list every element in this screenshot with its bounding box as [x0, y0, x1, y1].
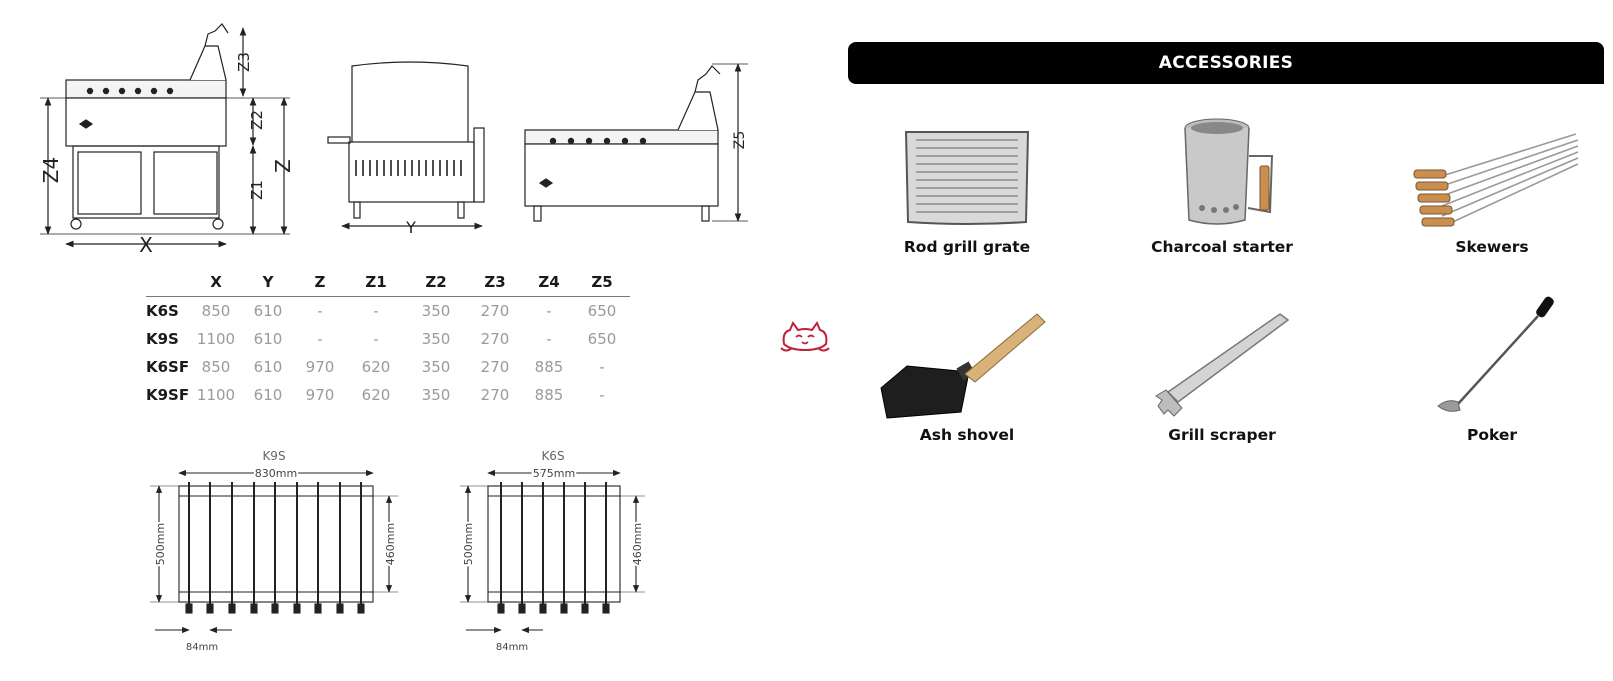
spec-cell: 1100 [196, 330, 236, 348]
spec-header-cell: X [190, 268, 242, 297]
accessory-label: Ash shovel [919, 426, 1015, 444]
grill-grate-icon [904, 131, 1030, 225]
spec-cell: - [599, 358, 605, 376]
grill-scraper-icon [1155, 313, 1290, 417]
spec-cell: 850 [201, 358, 231, 376]
spec-table-row: K9SF 1100 610 970 620 350 270 885 - [146, 381, 630, 409]
spec-header-cell: Z4 [524, 268, 574, 297]
spec-cell: - [317, 302, 323, 320]
spec-cell: - [546, 302, 552, 320]
spec-table-row: K9S 1100 610 - - 350 270 - 650 [146, 325, 630, 353]
grate-k9s-depth: 500mm [154, 523, 167, 565]
accessory-item: Rod grill grate [857, 126, 1077, 256]
spec-table-row: K6SF 850 610 970 620 350 270 885 - [146, 353, 630, 381]
spec-cell: 885 [534, 358, 564, 376]
spec-cell: 270 [480, 330, 510, 348]
accessory-label: Charcoal starter [1151, 238, 1293, 256]
spec-header-corner [146, 268, 190, 297]
spec-cell: 620 [361, 386, 391, 404]
dim-y-label: Y [405, 218, 416, 237]
accessory-item: Ash shovel [857, 308, 1077, 444]
accessory-label: Rod grill grate [903, 238, 1031, 256]
poker-icon [1437, 296, 1554, 412]
spec-header-cell: Y [242, 268, 294, 297]
accessory-item: Poker [1382, 294, 1602, 444]
accessory-item: Skewers [1382, 126, 1602, 256]
spec-cell: 350 [421, 386, 451, 404]
spec-cell: 650 [587, 330, 617, 348]
grate-diagram-k6s [460, 469, 645, 634]
accessory-label: Skewers [1455, 238, 1529, 256]
spec-cell: 610 [253, 358, 283, 376]
spec-cell: 610 [253, 302, 283, 320]
spec-row-model: K6SF [146, 358, 190, 376]
grate-k6s-spacing: 84mm [496, 642, 528, 653]
grate-k9s-spacing: 84mm [186, 642, 218, 653]
spec-header-cell: Z5 [574, 268, 630, 297]
grate-k6s-inner-depth: 460mm [631, 523, 644, 565]
spec-cell: 350 [421, 330, 451, 348]
spec-cell: 270 [480, 302, 510, 320]
side-view-drawing [327, 61, 485, 230]
spec-cell: 850 [201, 302, 231, 320]
accessory-item: Charcoal starter [1112, 116, 1332, 256]
dim-z1-label: Z1 [248, 180, 266, 200]
dim-z5-label: Z5 [732, 131, 748, 150]
cat-logo-icon [780, 320, 830, 358]
grate-k9s-width: 830mm [255, 467, 297, 480]
dim-z2-label: Z2 [248, 110, 266, 130]
spec-cell: 650 [587, 302, 617, 320]
spec-row-model: K9SF [146, 386, 190, 404]
spec-cell: - [373, 302, 379, 320]
spec-cell: 620 [361, 358, 391, 376]
grate-k6s-depth: 500mm [462, 523, 475, 565]
spec-cell: - [546, 330, 552, 348]
spec-cell: - [599, 386, 605, 404]
grate-k6s-title: K6S [541, 449, 564, 463]
front-view-drawing [40, 23, 290, 248]
spec-header-cell: Z3 [466, 268, 524, 297]
dim-z4-label: Z4 [39, 157, 63, 183]
front-view-no-cabinet-drawing [524, 63, 748, 222]
dim-z3-label: Z3 [235, 52, 253, 72]
spec-table-row: K6S 850 610 - - 350 270 - 650 [146, 297, 630, 326]
spec-cell: 350 [421, 358, 451, 376]
skewers-icon [1413, 133, 1579, 227]
spec-cell: - [373, 330, 379, 348]
spec-cell: 610 [253, 386, 283, 404]
spec-header-cell: Z1 [346, 268, 406, 297]
grate-k6s-width: 575mm [533, 467, 575, 480]
ash-shovel-icon [880, 313, 1046, 419]
spec-cell: 1100 [196, 386, 236, 404]
spec-header-cell: Z [294, 268, 346, 297]
grate-k9s-title: K9S [262, 449, 285, 463]
spec-cell: 270 [480, 386, 510, 404]
spec-header-cell: Z2 [406, 268, 466, 297]
grate-k9s-inner-depth: 460mm [384, 523, 397, 565]
charcoal-starter-icon [1184, 118, 1274, 225]
spec-cell: 970 [305, 358, 335, 376]
spec-row-model: K9S [146, 330, 179, 348]
dim-z-label: Z [271, 159, 295, 173]
accessories-banner: ACCESSORIES [848, 42, 1604, 84]
spec-row-model: K6S [146, 302, 179, 320]
dim-x-label: X [139, 233, 153, 257]
spec-cell: 970 [305, 386, 335, 404]
spec-cell: 350 [421, 302, 451, 320]
spec-table-header-row: X Y Z Z1 Z2 Z3 Z4 Z5 [146, 268, 630, 297]
spec-cell: 610 [253, 330, 283, 348]
spec-cell: - [317, 330, 323, 348]
accessory-item: Grill scraper [1112, 308, 1332, 444]
spec-cell: 270 [480, 358, 510, 376]
accessory-label: Grill scraper [1168, 426, 1276, 444]
accessory-label: Poker [1466, 426, 1518, 444]
grate-diagram-k9s [150, 469, 398, 634]
technical-drawings: X Z4 Z1 Z2 Z3 Z Y Z5 [39, 23, 748, 653]
spec-cell: 885 [534, 386, 564, 404]
spec-table: X Y Z Z1 Z2 Z3 Z4 Z5 K6S 850 610 - - 350… [146, 268, 630, 409]
